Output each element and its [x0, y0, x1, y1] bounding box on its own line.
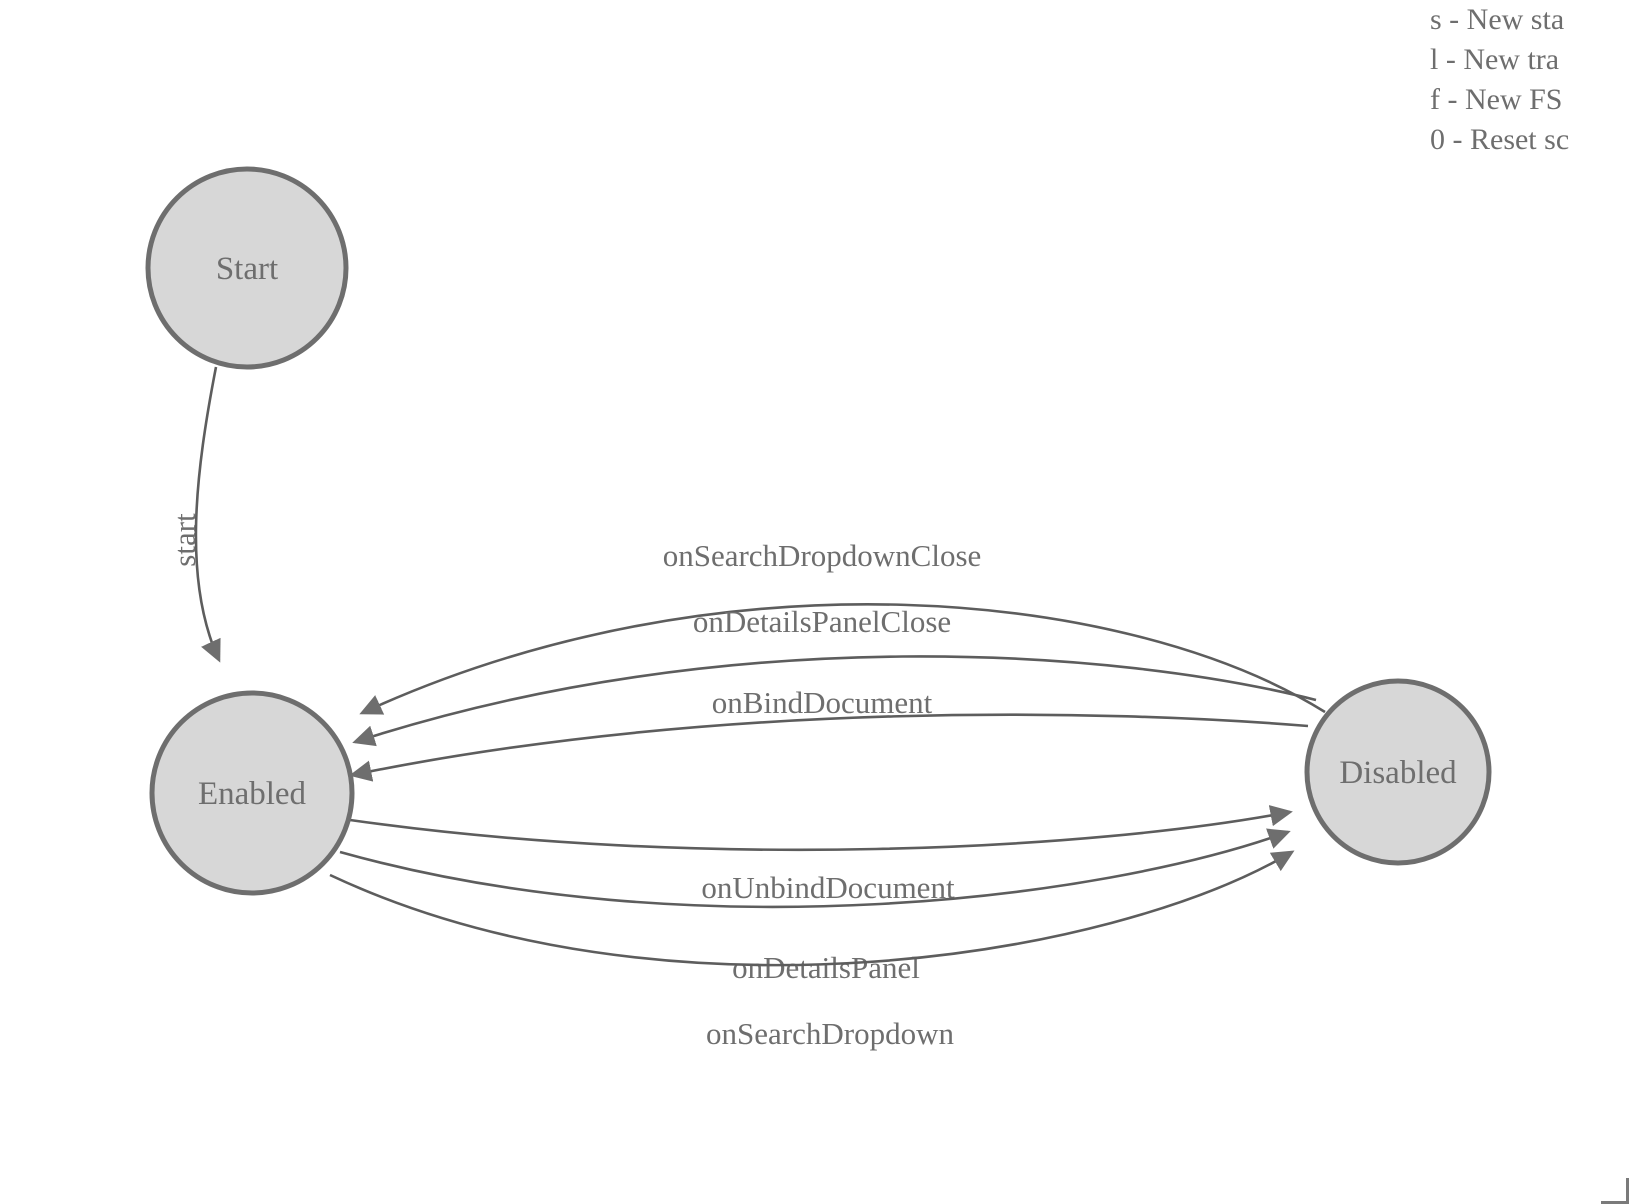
edge-path-on-unbind-document[interactable] [349, 805, 1293, 852]
edge-label-on-unbind-document: onUnbindDocument [701, 870, 955, 905]
edge-on-details-panel-close[interactable]: onDetailsPanelClose [352, 604, 1317, 747]
edge-path-on-details-panel[interactable] [339, 828, 1291, 909]
help-line-reset: 0 - Reset sc [1430, 123, 1570, 156]
state-circle-enabled[interactable] [149, 690, 355, 896]
edge-on-details-panel[interactable]: onDetailsPanel [339, 828, 1291, 985]
edge-label-on-bind-document: onBindDocument [712, 685, 933, 720]
state-label-disabled: Disabled [1339, 755, 1457, 791]
state-node-start[interactable]: Start [145, 166, 349, 370]
keyboard-shortcuts-help: s - New sta l - New tra f - New FS 0 - R… [1430, 0, 1632, 160]
state-node-enabled[interactable]: Enabled [149, 690, 355, 896]
state-label-enabled: Enabled [198, 776, 307, 812]
edge-label-on-search-dropdown: onSearchDropdown [706, 1016, 954, 1051]
resize-handle-horizontal-bar [1601, 1201, 1629, 1204]
edge-on-bind-document[interactable]: onBindDocument [349, 685, 1309, 782]
edge-on-search-dropdown-close[interactable]: onSearchDropdownClose [359, 538, 1326, 715]
edge-label-start: start [167, 513, 202, 567]
help-line-new-transition: l - New tra [1430, 43, 1560, 76]
edge-path-on-bind-document[interactable] [349, 713, 1309, 782]
edge-label-on-details-panel: onDetailsPanel [732, 950, 920, 985]
edge-path-on-search-dropdown[interactable] [329, 850, 1295, 967]
edge-path-on-search-dropdown-close[interactable] [359, 603, 1326, 715]
resize-handle[interactable] [1601, 1176, 1632, 1204]
edge-on-search-dropdown[interactable]: onSearchDropdown [329, 850, 1295, 1051]
help-line-new-state: s - New sta [1430, 3, 1565, 36]
edge-start[interactable]: start [167, 366, 221, 663]
state-circle-start[interactable] [145, 166, 349, 370]
state-node-disabled[interactable]: Disabled [1304, 678, 1492, 866]
edge-path-on-details-panel-close[interactable] [352, 655, 1317, 747]
state-circle-disabled[interactable] [1304, 678, 1492, 866]
edge-on-unbind-document[interactable]: onUnbindDocument [349, 805, 1293, 905]
state-label-start: Start [216, 251, 278, 287]
edge-label-on-search-dropdown-close: onSearchDropdownClose [663, 538, 982, 573]
edge-path-start[interactable] [194, 366, 221, 663]
edge-label-on-details-panel-close: onDetailsPanelClose [693, 604, 951, 639]
help-line-new-fsm: f - New FS [1430, 83, 1563, 116]
resize-handle-vertical-bar [1626, 1178, 1629, 1204]
